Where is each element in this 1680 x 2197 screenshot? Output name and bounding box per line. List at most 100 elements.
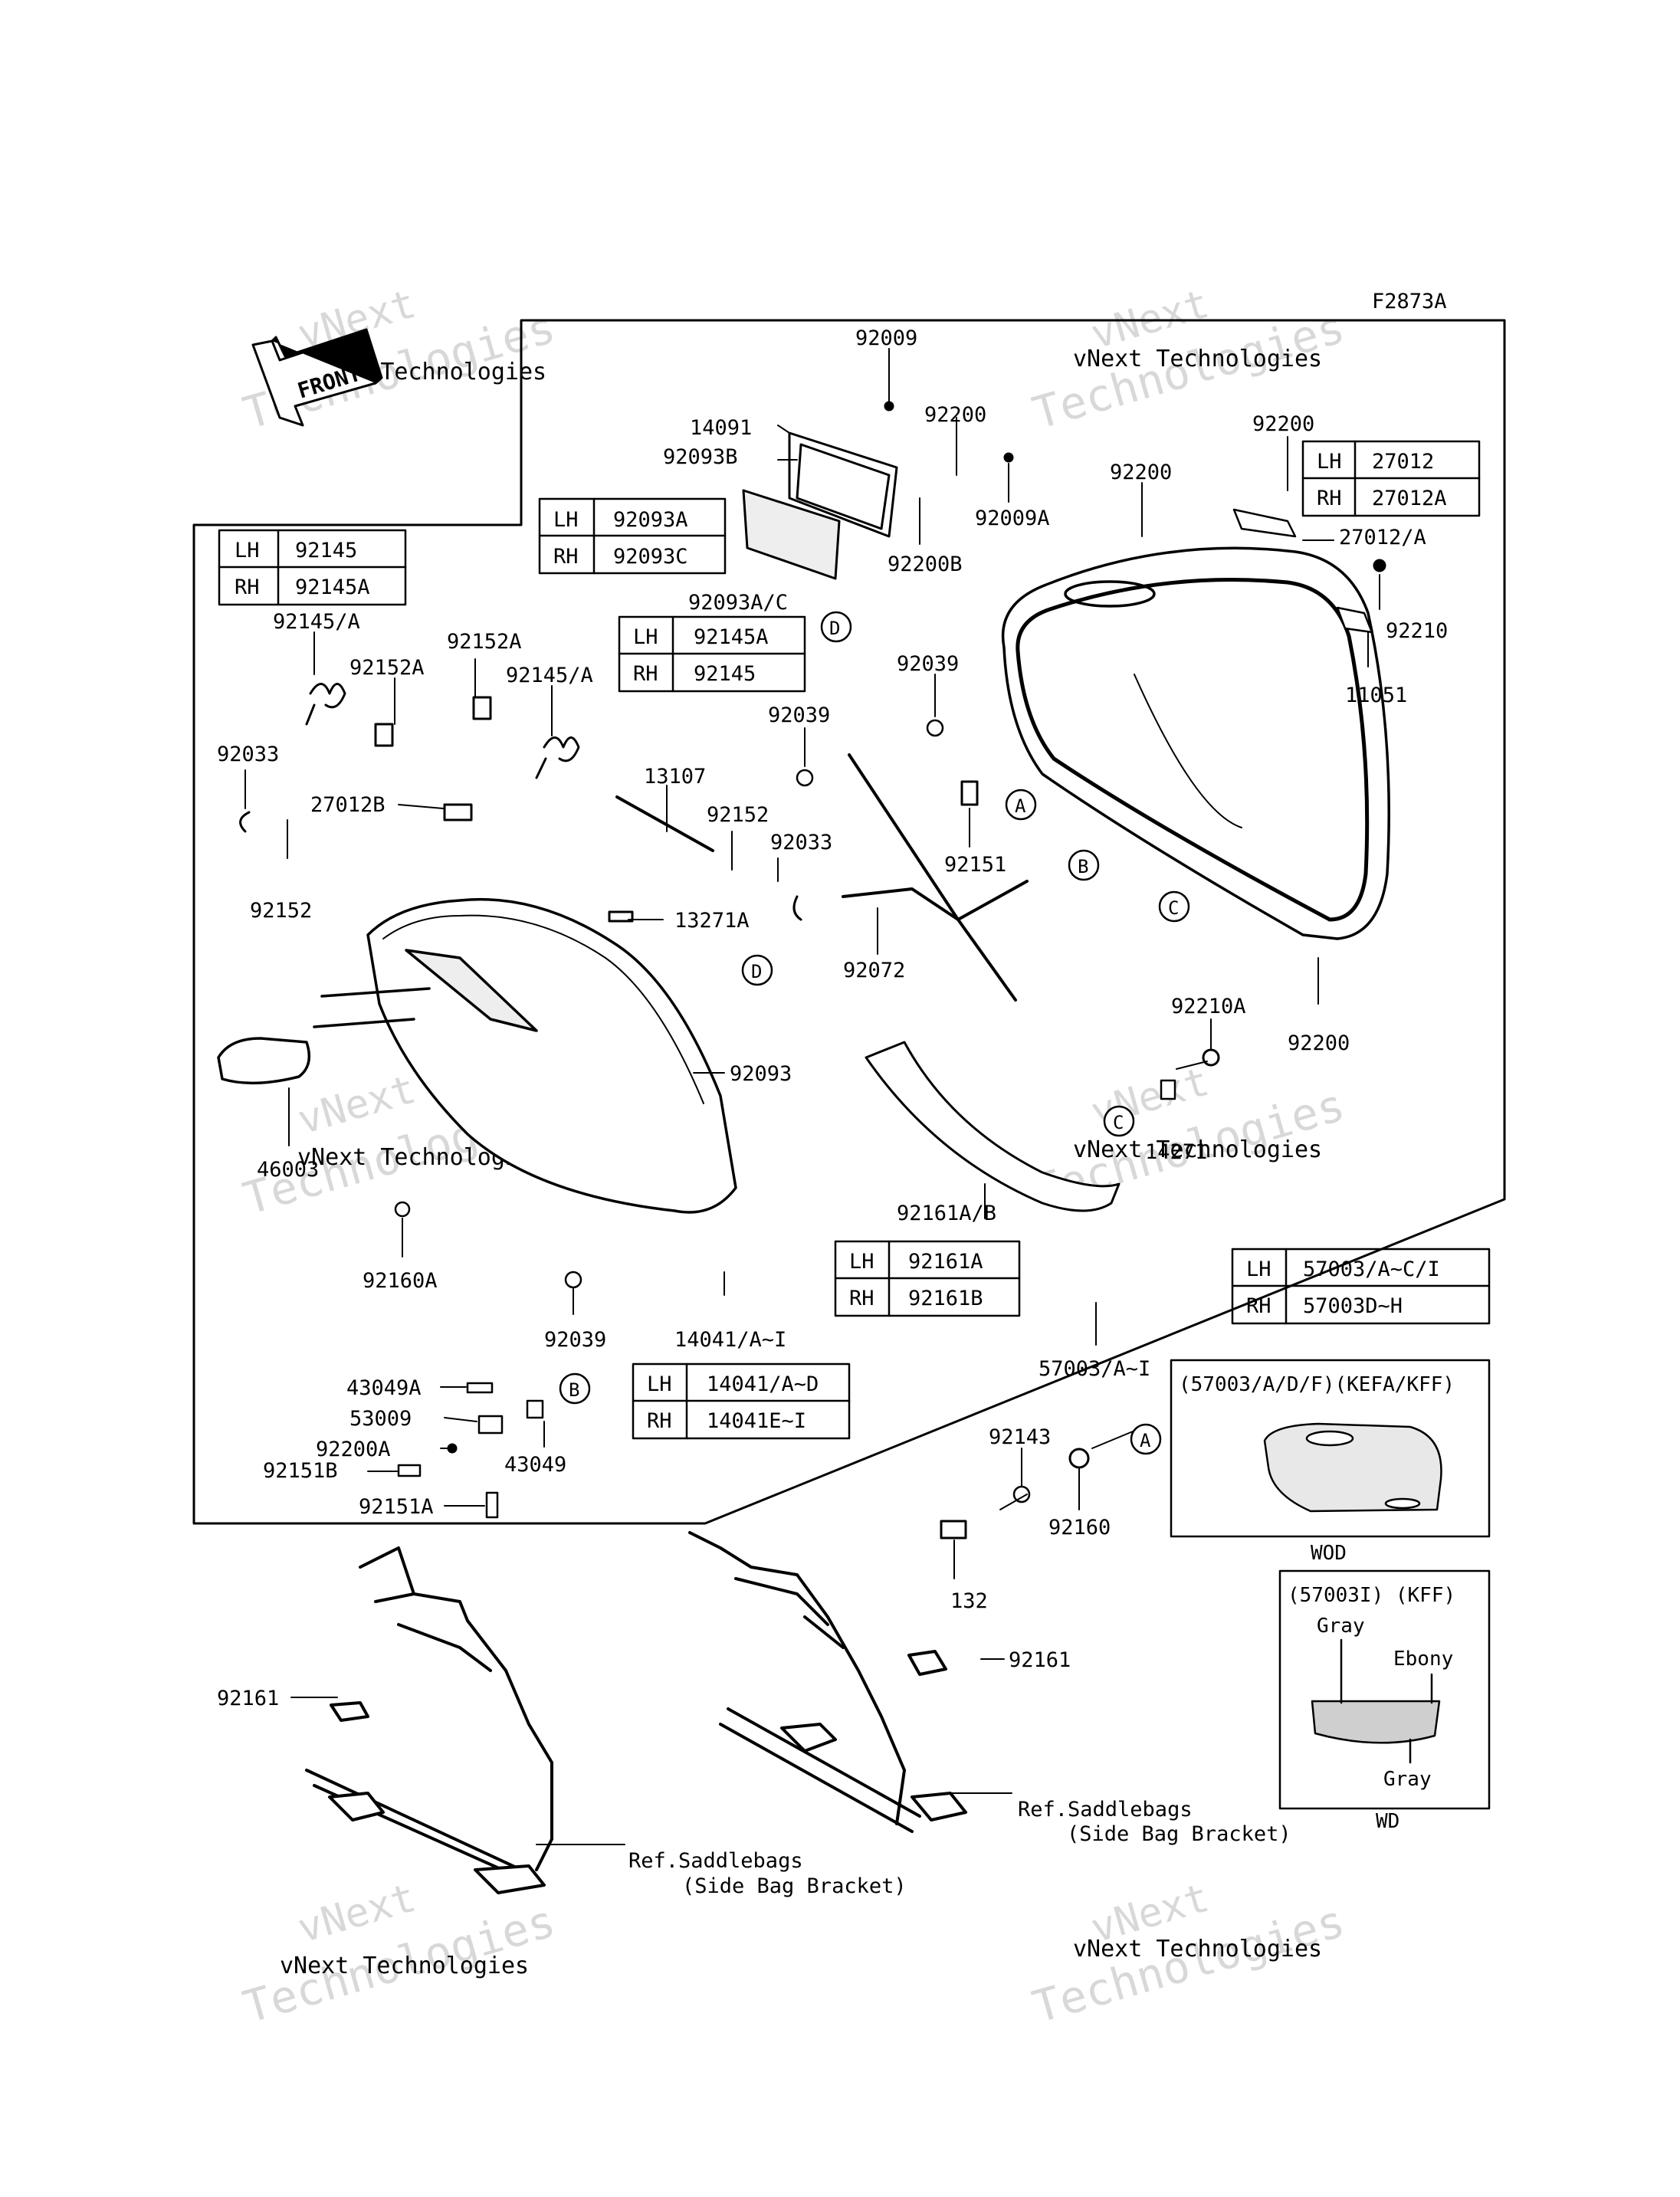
part-label: 92152A — [447, 630, 522, 654]
table-92145-b: LH 92145A RH 92145 — [618, 615, 806, 693]
table-cell: RH — [1246, 1294, 1271, 1318]
diagram-stroke — [842, 880, 1029, 921]
diagram-stroke: B — [1078, 856, 1088, 877]
lid-inner — [405, 949, 538, 1032]
diagram-stroke — [1170, 1359, 1491, 1538]
support-stay — [842, 753, 1029, 1002]
callout-a-low: A — [1130, 1423, 1162, 1455]
table-92093: LH 92093A RH 92093C — [538, 497, 727, 575]
part-label: 92093 — [730, 1062, 792, 1086]
diagram-stroke — [1130, 1423, 1162, 1455]
part-label: 53009 — [349, 1407, 412, 1431]
part-label: 92093B — [663, 445, 738, 469]
diagram-stroke — [271, 328, 383, 385]
part-label: 92039 — [768, 703, 830, 727]
part-label: 92152 — [707, 803, 769, 827]
saddlebag-right — [1001, 546, 1390, 940]
bolt-92009A — [1003, 452, 1014, 463]
figure-id: F2873A — [1372, 290, 1447, 313]
diagram-stroke: C — [1168, 897, 1179, 919]
part-label: 92161 — [217, 1687, 279, 1710]
callout-c-low: C — [1103, 1105, 1135, 1137]
inset-wod: (57003/A/D/F)(KEFA/KFF) WOD — [1170, 1359, 1491, 1565]
bag-emblem — [1064, 580, 1156, 608]
diagram-stroke — [1091, 1431, 1134, 1449]
table-cell: LH — [633, 625, 658, 649]
diagram-stroke: A — [1015, 795, 1026, 817]
part-label: 13107 — [644, 765, 706, 789]
trim-thumbnail — [1311, 1700, 1441, 1744]
saddlebag-lid — [217, 897, 737, 1214]
plate-43049A — [466, 1382, 494, 1394]
table-cell: LH — [849, 1250, 874, 1274]
table-cell: 92161B — [908, 1287, 983, 1310]
inset-title: (57003/A/D/F)(KEFA/KFF) — [1179, 1373, 1455, 1396]
diagram-stroke — [1103, 1105, 1135, 1137]
part-label: 92210 — [1386, 619, 1448, 643]
part-label: 92200A — [316, 1438, 391, 1461]
diagram-stroke — [1005, 789, 1037, 821]
clamp-53009 — [477, 1415, 504, 1435]
washer-92200A — [447, 1443, 458, 1454]
part-label: 92152A — [349, 656, 425, 680]
table-92145: LH 92145 RH 92145A — [218, 529, 407, 606]
table-cell: RH — [1317, 487, 1342, 510]
saddlebag-thumbnail — [1263, 1422, 1442, 1513]
part-label: 14091 — [690, 416, 752, 440]
table-cell: 27012A — [1372, 487, 1447, 510]
collar-92152A-left — [374, 723, 394, 747]
inset-caption: WD — [1376, 1810, 1399, 1833]
part-label: 92151 — [944, 853, 1006, 877]
part-label: 92200B — [888, 553, 963, 576]
plate-14271 — [1160, 1079, 1176, 1100]
diagram-stroke: A — [1140, 1430, 1151, 1451]
table-cell: RH — [553, 545, 579, 569]
diagram-stroke — [1016, 578, 1370, 922]
inset-wd: (57003I) (KFF) Gray Ebony Gray WD — [1278, 1569, 1491, 1833]
part-label: 92200 — [1288, 1031, 1350, 1055]
grommet-92039-a — [926, 719, 944, 737]
part-label: (Side Bag Bracket) — [1067, 1822, 1291, 1846]
part-label: 13271A — [674, 909, 750, 933]
table-57003: LH 57003/A~C/I RH 57003D~H — [1231, 1248, 1491, 1325]
part-label: 92009A — [975, 507, 1050, 530]
callout-d-lid: D — [741, 954, 773, 986]
part-label: 92151A — [359, 1495, 434, 1519]
part-labels: 92009 14091 92093B 92200 92009A 92200B 9… — [217, 326, 1448, 1898]
table-cell: 92145A — [694, 625, 769, 649]
nut-92160 — [1068, 1448, 1090, 1469]
diagram-stroke — [474, 1864, 546, 1894]
side-bag-bracket-right — [688, 1531, 967, 1833]
color-label: Ebony — [1393, 1648, 1453, 1671]
part-label: 27012B — [310, 793, 386, 817]
part-label: (Side Bag Bracket) — [682, 1874, 907, 1898]
part-label: 57003/A~I — [1039, 1357, 1150, 1381]
diagram-stroke — [742, 489, 841, 580]
watermark-subtext: vNext Technologies — [280, 1953, 529, 1979]
leader-lines — [244, 348, 1380, 1845]
diagram-stroke — [911, 1792, 967, 1822]
diagram-stroke — [907, 1650, 947, 1676]
diagram-stroke: D — [751, 961, 762, 982]
diagram-stroke — [1278, 1569, 1491, 1810]
part-label: 132 — [950, 1589, 988, 1613]
part-label: 92039 — [544, 1328, 606, 1352]
bolt-132 — [940, 1520, 967, 1540]
diagram-stroke — [777, 425, 790, 434]
diagram-stroke — [444, 1417, 477, 1422]
diagram-stroke — [999, 1494, 1028, 1510]
bracket-43049 — [526, 1399, 544, 1419]
part-label: 92152 — [250, 899, 312, 923]
diagram-stroke: B — [569, 1379, 579, 1401]
inset-title: (57003I) (KFF) — [1288, 1584, 1455, 1607]
diagram-stroke — [1134, 674, 1242, 828]
part-label: 14041/A~I — [674, 1328, 786, 1352]
part-label: 92072 — [843, 959, 905, 982]
diagram-stroke — [330, 1701, 369, 1722]
collar-92152A-right — [472, 696, 492, 720]
spring-92145-right — [535, 736, 580, 779]
part-label: 92145/A — [273, 610, 360, 634]
part-label: 92160A — [363, 1269, 438, 1293]
diagram-stroke — [788, 431, 898, 538]
